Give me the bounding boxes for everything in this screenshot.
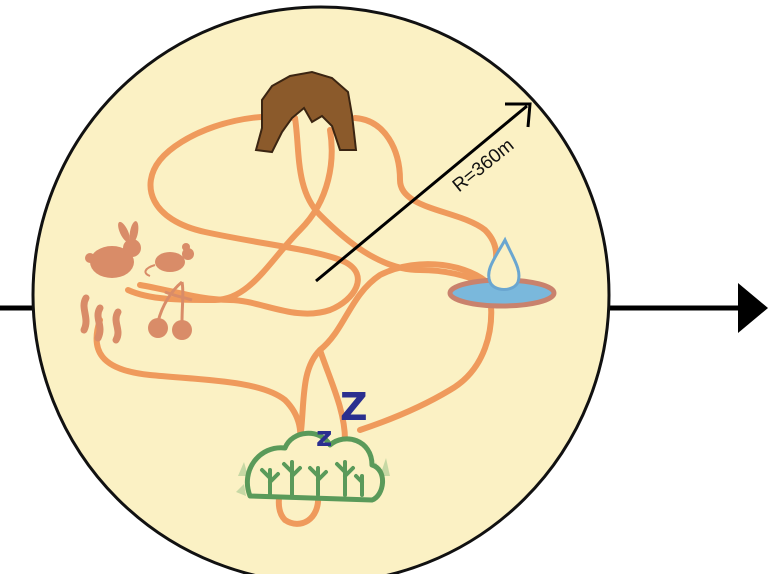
sleep-z-large: Z	[340, 385, 368, 429]
sleep-z-small: z	[316, 420, 332, 453]
